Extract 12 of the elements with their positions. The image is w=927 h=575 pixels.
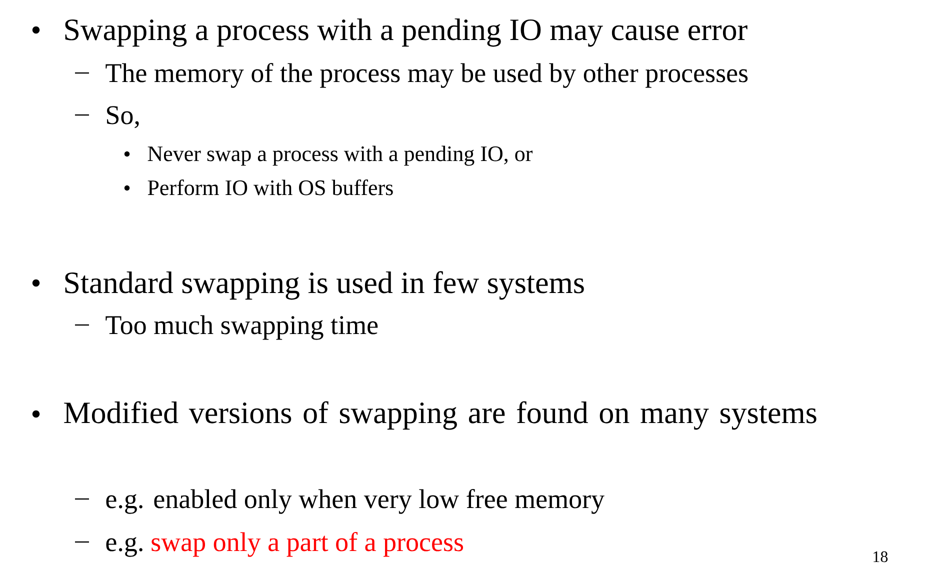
sub-bullet-text: The memory of the process may be used by other processes	[106, 63, 748, 88]
sub-bullet-text: Too much swapping time	[106, 315, 378, 340]
bullet-text: Standard swapping is used in few systems	[65, 271, 584, 300]
sub-bullet-text: e.g. enabled only when very low free memory	[106, 488, 604, 514]
bullet-text: Modified versions of swapping are found on many systems	[64, 401, 816, 430]
sub-bullet-text: Perform IO with OS buffers	[148, 180, 393, 196]
highlighted-text: swap only a part of a process	[152, 532, 464, 557]
page-number: 18	[874, 551, 888, 562]
sub-bullet-text: So,	[107, 106, 139, 128]
bullet-text: Swapping a process with a pending IO may cause error	[65, 18, 748, 47]
sub-bullet-text: Never swap a process with a pending IO, or	[148, 146, 533, 166]
sub-bullet-text: e.g.	[106, 537, 142, 557]
